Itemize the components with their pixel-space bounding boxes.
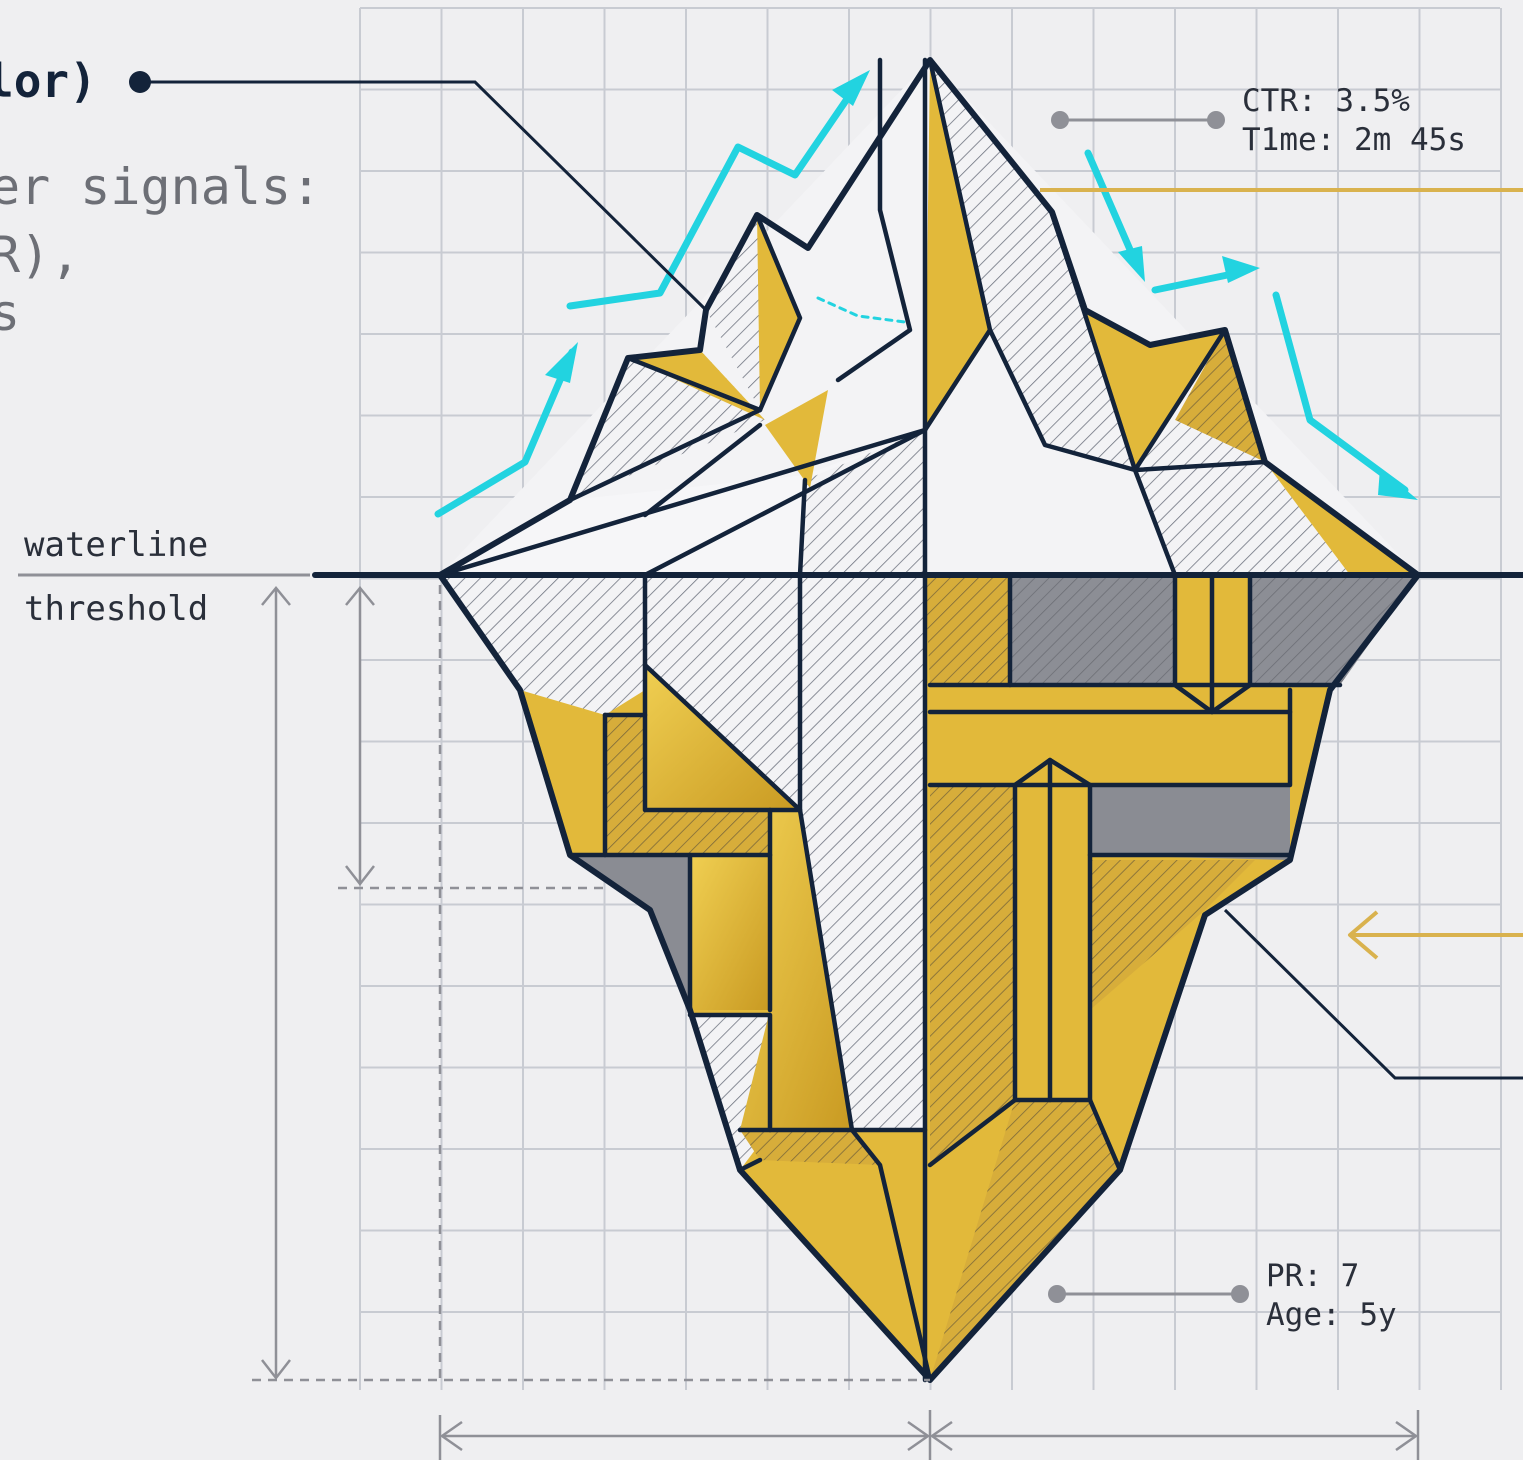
- signals-line-1: er signals:: [0, 158, 321, 216]
- signals-line-3: s: [0, 284, 20, 342]
- callout-dot-icon: [1051, 111, 1069, 129]
- cyan-signal-arrow-icon: [1084, 149, 1142, 272]
- labels: lor) er signals: R), s waterline thresho…: [0, 54, 1466, 1333]
- signals-line-2: R),: [0, 226, 80, 284]
- pr-value: PR: 7: [1266, 1258, 1359, 1294]
- cyan-signal-arrow-icon: [1222, 256, 1260, 283]
- callout-dot-icon: [1048, 1285, 1066, 1303]
- threshold-label: threshold: [24, 589, 208, 629]
- cyan-signal-arrow-icon: [1378, 468, 1418, 500]
- dimension-arrow-icon: [261, 586, 291, 606]
- waterline-label: waterline: [24, 525, 208, 565]
- dimension-arrow-icon: [439, 1420, 463, 1452]
- callout-dot-icon: [1207, 111, 1225, 129]
- dimension-arrow-icon: [929, 1420, 953, 1452]
- ctr-value: CTR: 3.5%: [1242, 83, 1410, 119]
- iceberg-body: [440, 575, 1418, 1380]
- cyan-signal-arrow-icon: [1272, 291, 1409, 494]
- dimension-arrow-icon: [907, 1420, 931, 1452]
- cyan-signal-arrow-icon: [816, 296, 907, 324]
- cyan-signal-arrow-icon: [566, 76, 864, 310]
- gold-arrow-left-icon: [1348, 910, 1379, 960]
- callout-dot-icon: [1231, 1285, 1249, 1303]
- cyan-signal-arrow-icon: [1118, 246, 1145, 282]
- cyan-signal-arrow-icon: [545, 342, 578, 383]
- dimension-lines: [18, 573, 1420, 1460]
- callout-leaders: [129, 71, 1523, 1303]
- dimension-arrow-icon: [345, 586, 375, 606]
- cyan-signal-arrow-icon: [434, 348, 576, 518]
- dimension-arrow-icon: [261, 1359, 291, 1381]
- age-value: Age: 5y: [1266, 1297, 1397, 1333]
- iceberg-outline: [312, 57, 1523, 1383]
- cyan-signal-arrow-icon: [832, 70, 870, 106]
- dimension-arrow-icon: [1395, 1420, 1419, 1452]
- top-left-callout-label: lor): [0, 54, 97, 108]
- dimension-arrow-icon: [345, 865, 375, 887]
- time-value: T1me: 2m 45s: [1242, 122, 1466, 158]
- cyan-signal-arrows: [434, 70, 1418, 518]
